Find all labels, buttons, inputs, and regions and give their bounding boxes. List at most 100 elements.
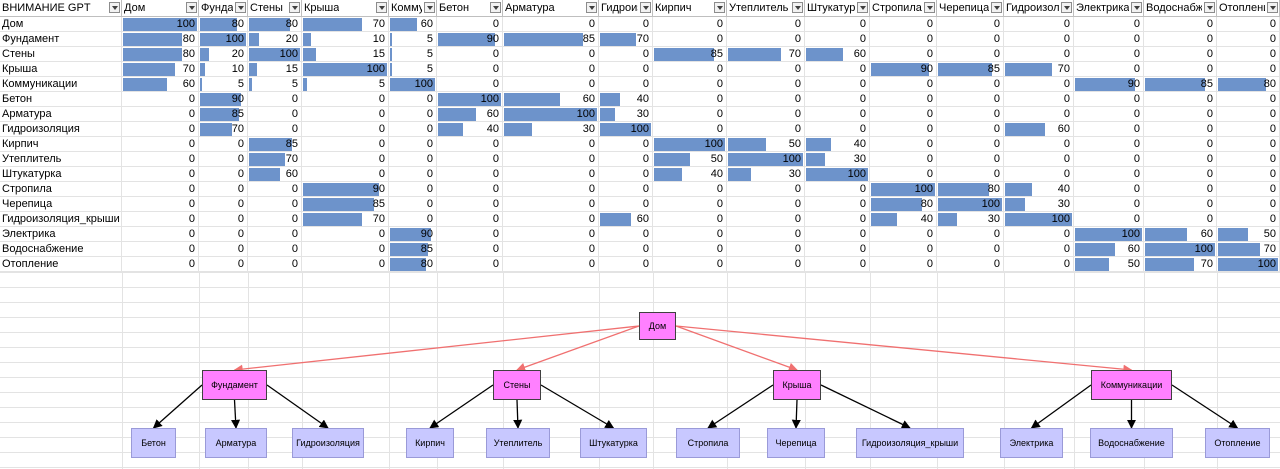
table-cell[interactable]: 0: [199, 167, 248, 182]
table-cell[interactable]: 80: [199, 17, 248, 32]
table-cell[interactable]: 5: [302, 77, 389, 92]
table-cell[interactable]: 0: [1144, 17, 1217, 32]
table-cell[interactable]: 80: [122, 32, 199, 47]
table-cell[interactable]: 0: [599, 152, 653, 167]
table-cell[interactable]: 0: [199, 197, 248, 212]
table-cell[interactable]: 5: [389, 47, 437, 62]
table-cell[interactable]: 0: [199, 257, 248, 272]
table-cell[interactable]: 0: [937, 257, 1004, 272]
table-cell[interactable]: 0: [437, 137, 503, 152]
table-cell[interactable]: 0: [805, 92, 870, 107]
table-cell[interactable]: 0: [437, 227, 503, 242]
table-cell[interactable]: 0: [599, 257, 653, 272]
table-cell[interactable]: 0: [437, 152, 503, 167]
table-cell[interactable]: 0: [1144, 182, 1217, 197]
table-cell[interactable]: 0: [389, 122, 437, 137]
table-cell[interactable]: 15: [302, 47, 389, 62]
table-cell[interactable]: 100: [870, 182, 937, 197]
table-cell[interactable]: 0: [937, 17, 1004, 32]
table-cell[interactable]: 100: [248, 47, 302, 62]
table-cell[interactable]: 0: [1074, 107, 1144, 122]
table-cell[interactable]: 80: [937, 182, 1004, 197]
table-cell[interactable]: 0: [199, 152, 248, 167]
table-cell[interactable]: 30: [1004, 197, 1074, 212]
table-cell[interactable]: 60: [503, 92, 599, 107]
table-cell[interactable]: 0: [727, 17, 805, 32]
table-cell[interactable]: 0: [122, 242, 199, 257]
table-cell[interactable]: 0: [122, 167, 199, 182]
table-cell[interactable]: 0: [1004, 137, 1074, 152]
table-cell[interactable]: 40: [870, 212, 937, 227]
filter-dropdown-icon[interactable]: [792, 2, 803, 13]
table-cell[interactable]: 40: [805, 137, 870, 152]
filter-dropdown-icon[interactable]: [714, 2, 725, 13]
table-cell[interactable]: 0: [727, 227, 805, 242]
table-cell[interactable]: 0: [248, 212, 302, 227]
table-cell[interactable]: 0: [122, 122, 199, 137]
table-cell[interactable]: 100: [805, 167, 870, 182]
table-cell[interactable]: 0: [1004, 257, 1074, 272]
table-cell[interactable]: 0: [1144, 92, 1217, 107]
table-cell[interactable]: 0: [937, 227, 1004, 242]
table-cell[interactable]: 0: [248, 92, 302, 107]
table-cell[interactable]: 70: [1004, 62, 1074, 77]
table-cell[interactable]: 0: [805, 257, 870, 272]
table-cell[interactable]: 0: [653, 242, 727, 257]
column-header-6[interactable]: Бетон: [437, 0, 503, 17]
table-cell[interactable]: 0: [503, 212, 599, 227]
table-cell[interactable]: 0: [389, 137, 437, 152]
column-header-9[interactable]: Кирпич: [653, 0, 727, 17]
table-cell[interactable]: 0: [437, 77, 503, 92]
table-cell[interactable]: 0: [727, 257, 805, 272]
table-cell[interactable]: 80: [122, 47, 199, 62]
table-cell[interactable]: 100: [1074, 227, 1144, 242]
table-cell[interactable]: 0: [389, 107, 437, 122]
table-cell[interactable]: 0: [122, 107, 199, 122]
table-cell[interactable]: 0: [437, 167, 503, 182]
table-cell[interactable]: 0: [727, 107, 805, 122]
table-cell[interactable]: 50: [653, 152, 727, 167]
table-cell[interactable]: 0: [302, 107, 389, 122]
filter-dropdown-icon[interactable]: [490, 2, 501, 13]
table-cell[interactable]: 0: [653, 107, 727, 122]
table-cell[interactable]: 0: [437, 197, 503, 212]
table-cell[interactable]: 0: [937, 92, 1004, 107]
table-cell[interactable]: 0: [653, 32, 727, 47]
table-cell[interactable]: 0: [1004, 107, 1074, 122]
filter-dropdown-icon[interactable]: [640, 2, 651, 13]
table-cell[interactable]: 0: [727, 242, 805, 257]
table-cell[interactable]: 60: [389, 17, 437, 32]
column-header-16[interactable]: Водоснабжение: [1144, 0, 1217, 17]
table-cell[interactable]: 0: [727, 77, 805, 92]
table-cell[interactable]: 0: [870, 167, 937, 182]
table-cell[interactable]: 100: [389, 77, 437, 92]
table-cell[interactable]: 90: [199, 92, 248, 107]
table-cell[interactable]: 0: [870, 92, 937, 107]
table-cell[interactable]: 0: [248, 182, 302, 197]
table-cell[interactable]: 0: [248, 242, 302, 257]
table-cell[interactable]: 60: [1074, 242, 1144, 257]
table-cell[interactable]: 0: [870, 152, 937, 167]
table-cell[interactable]: 85: [653, 47, 727, 62]
table-cell[interactable]: 0: [727, 212, 805, 227]
table-cell[interactable]: 0: [1074, 92, 1144, 107]
table-cell[interactable]: 0: [727, 122, 805, 137]
table-cell[interactable]: 0: [727, 92, 805, 107]
table-cell[interactable]: 60: [122, 77, 199, 92]
table-cell[interactable]: 0: [1144, 167, 1217, 182]
table-cell[interactable]: 40: [437, 122, 503, 137]
table-cell[interactable]: 100: [1004, 212, 1074, 227]
table-cell[interactable]: 80: [1217, 77, 1280, 92]
table-cell[interactable]: 10: [302, 32, 389, 47]
table-cell[interactable]: 0: [1074, 182, 1144, 197]
table-cell[interactable]: 0: [1074, 197, 1144, 212]
table-cell[interactable]: 0: [1004, 47, 1074, 62]
table-cell[interactable]: 100: [503, 107, 599, 122]
table-cell[interactable]: 0: [1144, 107, 1217, 122]
table-cell[interactable]: 70: [122, 62, 199, 77]
table-cell[interactable]: 0: [503, 182, 599, 197]
table-cell[interactable]: 0: [503, 242, 599, 257]
table-cell[interactable]: 0: [503, 17, 599, 32]
table-cell[interactable]: 100: [653, 137, 727, 152]
column-header-8[interactable]: Гидроизоляция: [599, 0, 653, 17]
